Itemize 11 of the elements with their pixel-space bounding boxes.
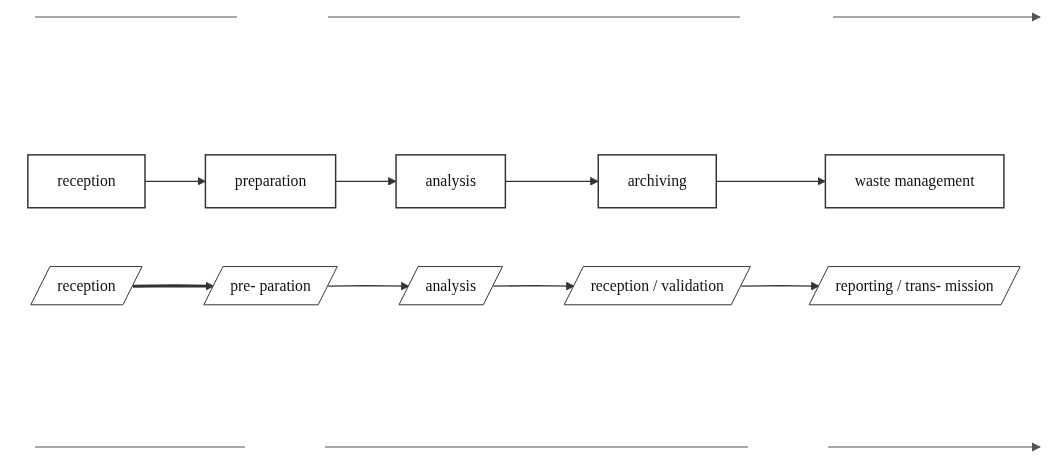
node-box: reception bbox=[27, 154, 146, 209]
arrow bbox=[740, 281, 820, 291]
arrow bbox=[327, 281, 410, 291]
node-box: analysis bbox=[395, 154, 507, 209]
node-box: archiving bbox=[597, 154, 717, 209]
node-box: preparation bbox=[204, 154, 337, 209]
arrow bbox=[335, 177, 397, 186]
arrow bbox=[492, 281, 575, 291]
arrow bbox=[144, 177, 206, 186]
node-box: waste management bbox=[824, 154, 1005, 209]
arrow bbox=[132, 281, 215, 291]
